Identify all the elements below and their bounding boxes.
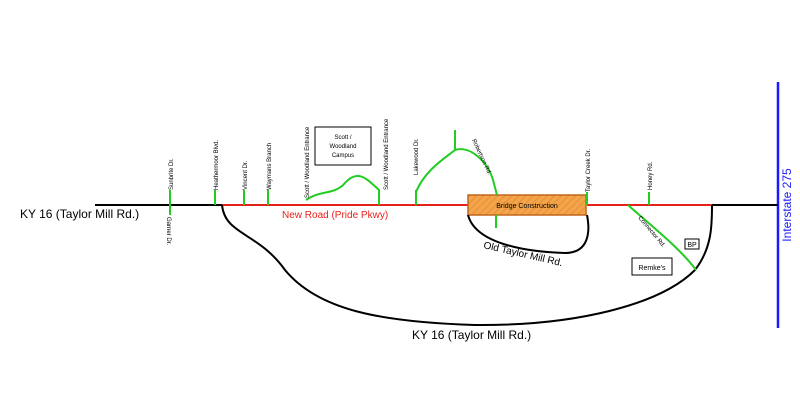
honey-label: Honey Rd. — [648, 161, 654, 190]
campus-box — [314, 126, 372, 166]
connector-label: Connector Rd. — [636, 215, 666, 249]
sunbrite-label: Sunbrite Dr. — [169, 158, 175, 190]
campus-line3: Campus — [332, 153, 354, 159]
vincent-label: Vincent Dr. — [243, 160, 249, 190]
campus-line1: Scott / — [334, 135, 351, 141]
old-taylor-mill-label: Old Taylor Mill Rd. — [482, 240, 563, 269]
waymans-label: Waymans Branch — [267, 143, 273, 190]
new-road-label: New Road (Pride Pkwy) — [282, 210, 388, 221]
lakewood-label: Lakewood Dr. — [414, 138, 420, 175]
ky16-main-label: KY 16 (Taylor Mill Rd.) — [20, 207, 139, 221]
scott-entrance-2-label: Scott / Woodland Entrance — [384, 118, 390, 190]
robertson-street — [454, 148, 498, 196]
bp-label: BP — [687, 242, 697, 249]
taylor-creek-label: Taylor Creek Dr. — [586, 149, 592, 192]
scott-entrance-1-label: Scott / Woodland Entrance — [305, 126, 311, 198]
lakewood-curve — [415, 149, 456, 193]
bp-box — [684, 238, 700, 250]
bridge-construction-label: Bridge Construction — [496, 203, 558, 210]
heathermoor-label: Heathermoor Blvd. — [214, 140, 220, 190]
remkes-label: Remke's — [638, 265, 666, 272]
scott-entrance-loop — [305, 174, 380, 205]
garner-label: Garner Dr. — [165, 217, 171, 245]
side-streets — [169, 130, 697, 271]
interstate-275-label: Interstate 275 — [780, 168, 794, 242]
ky16-bottom-label: KY 16 (Taylor Mill Rd.) — [412, 328, 531, 342]
old-taylor-mill-road — [467, 214, 590, 255]
campus-line2: Woodland — [330, 144, 357, 150]
robertson-label: Robertson Rd. — [470, 138, 492, 176]
remkes-box — [631, 257, 673, 276]
connector-road — [627, 204, 697, 271]
